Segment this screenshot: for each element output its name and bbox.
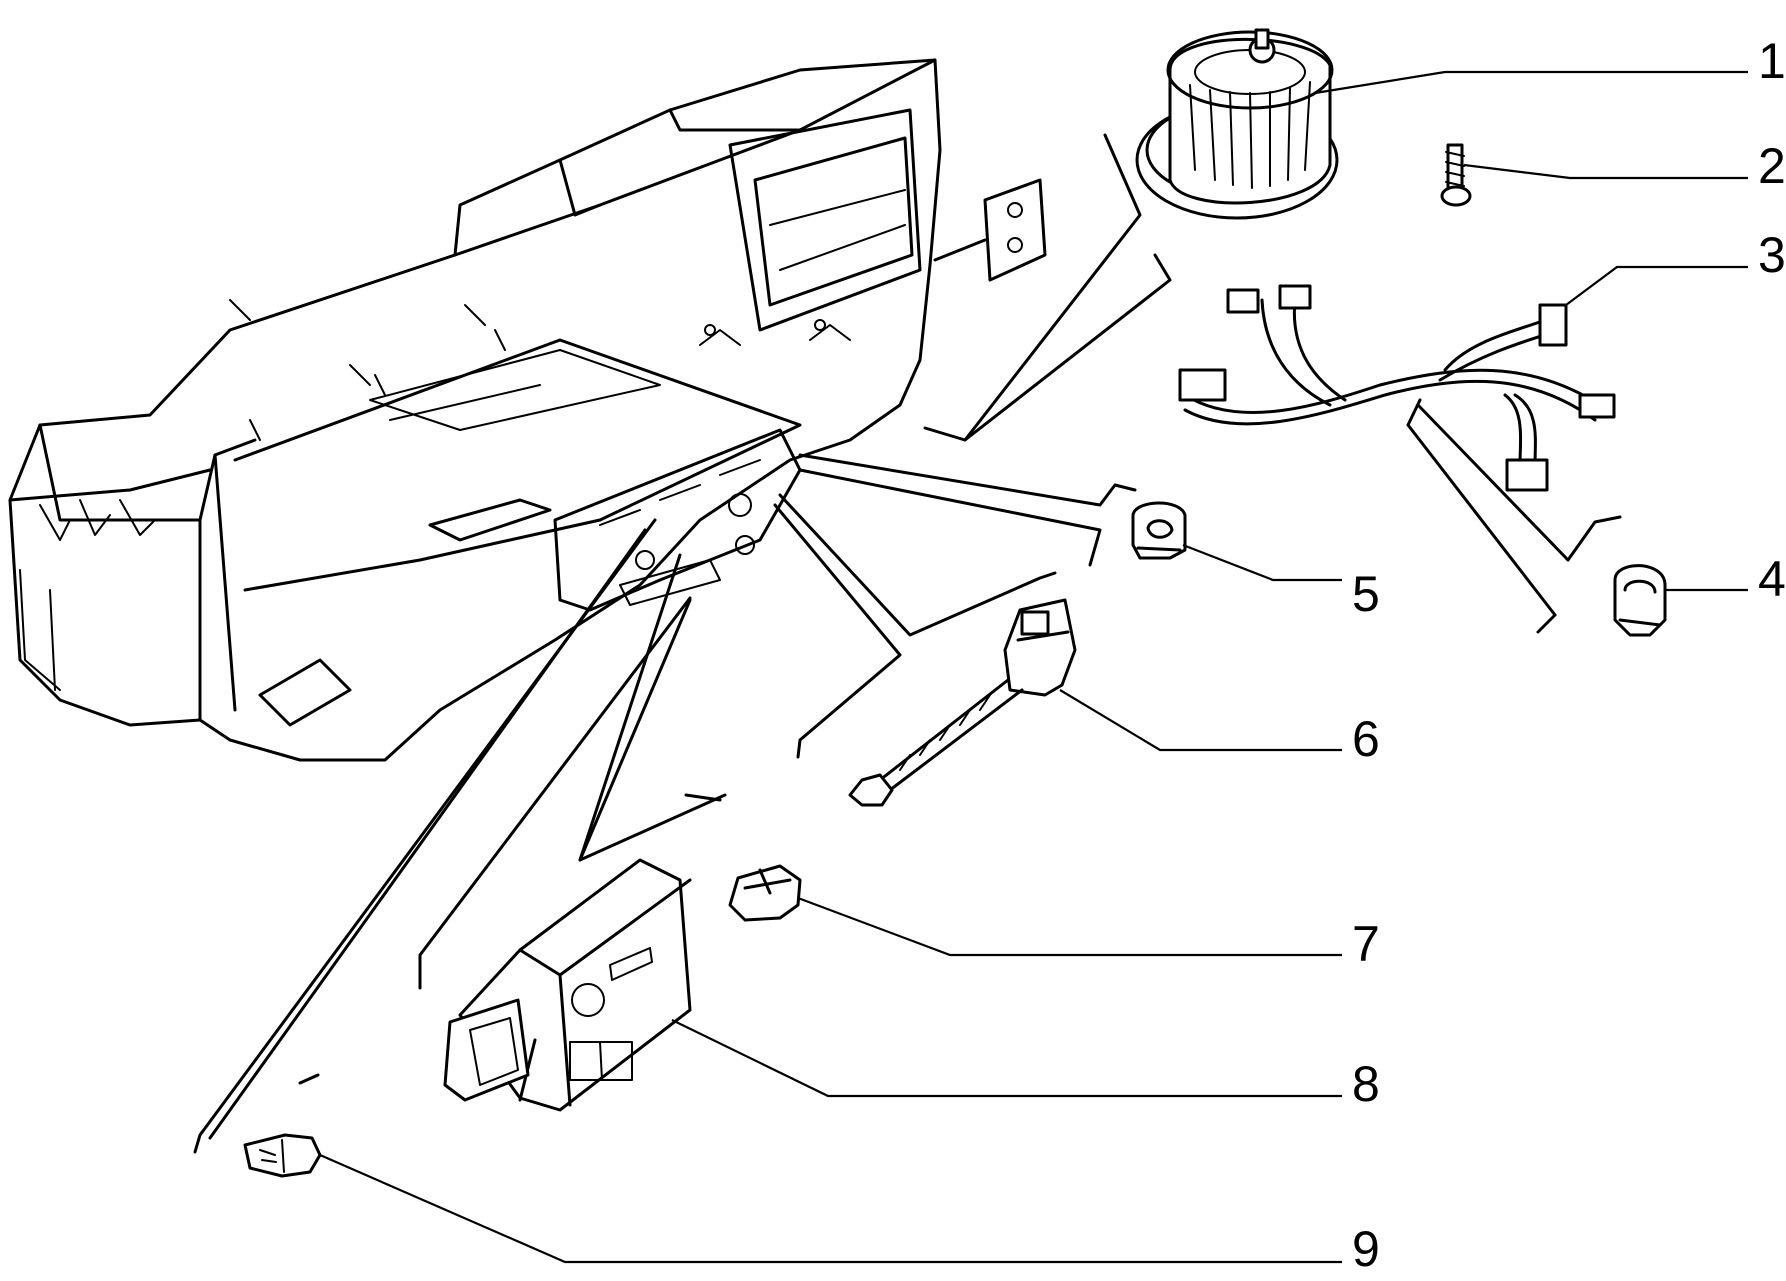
connector-7: [728, 864, 802, 922]
callout-1: 1: [1758, 33, 1786, 89]
leader-lines: [319, 70, 1748, 1264]
wiring-harness: [1178, 284, 1622, 634]
temperature-sensor: [848, 598, 1077, 807]
callout-labels: 1 2 3 4 5 6 7 8 9: [1352, 33, 1786, 1277]
callout-5: 5: [1352, 566, 1380, 622]
callout-8: 8: [1352, 1056, 1380, 1112]
callout-2: 2: [1758, 138, 1786, 194]
bulb: [243, 1133, 322, 1178]
control-module: [443, 858, 692, 1112]
clip-5: [1131, 501, 1187, 560]
screw: [1440, 143, 1472, 207]
callout-3: 3: [1758, 227, 1786, 283]
guide-lines: [193, 133, 1172, 1154]
callout-7: 7: [1352, 916, 1380, 972]
clip-4: [1613, 564, 1667, 637]
blower-motor: [1135, 28, 1339, 220]
callout-4: 4: [1758, 551, 1786, 607]
callout-9: 9: [1352, 1221, 1380, 1277]
callout-6: 6: [1352, 711, 1380, 767]
heater-housing-assembly: [8, 58, 1047, 762]
